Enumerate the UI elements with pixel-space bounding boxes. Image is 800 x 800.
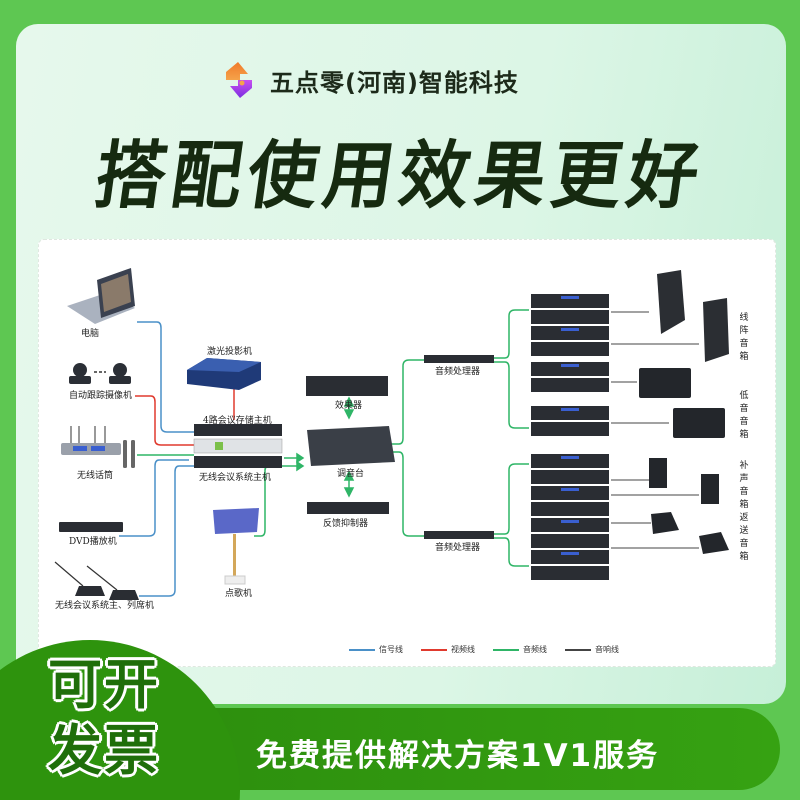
processor-top — [424, 355, 494, 363]
wireless-mic-receiver-icon — [61, 426, 135, 468]
invoice-line2: 发票 — [48, 719, 160, 782]
label-storage-host: 4路会议存储主机 — [203, 416, 272, 426]
diagram-legend: 信号线 视频线 音频线 音响线 — [349, 644, 619, 655]
invoice-badge: 可开 发票 — [48, 652, 160, 784]
label-processor-bottom: 音频处理器 — [435, 543, 481, 553]
legend-speaker: 音响线 — [565, 644, 619, 655]
invoice-line1: 可开 — [48, 653, 160, 716]
label-projector: 激光投影机 — [207, 347, 253, 357]
legend-video: 视频线 — [421, 644, 475, 655]
diagram-connections — [54, 268, 729, 600]
label-processor-top: 音频处理器 — [435, 367, 481, 377]
camera-icon — [69, 363, 131, 384]
mixer-icon — [307, 426, 395, 466]
label-karaoke: 点歌机 — [225, 589, 253, 599]
projector-icon — [187, 358, 261, 390]
karaoke-icon — [213, 508, 259, 585]
label-conference-units: 无线会议系统主、列席机 — [55, 601, 155, 611]
processor-bottom — [424, 531, 494, 539]
label-effects: 效果器 — [335, 401, 363, 411]
label-mixer: 调音台 — [337, 469, 365, 479]
label-wireless-mic: 无线话筒 — [77, 471, 114, 481]
amplifier-stack — [531, 294, 609, 580]
subwoofer-speakers — [639, 368, 725, 438]
label-monitor: 返送音箱 — [739, 513, 749, 562]
headline: 搭配使用效果更好 — [89, 132, 711, 220]
fill-speakers — [649, 458, 719, 504]
label-tracking-camera: 自动跟踪摄像机 — [69, 391, 133, 401]
brand-header: 五点零(河南)智能科技 — [222, 60, 519, 100]
dvd-player-icon — [59, 522, 123, 532]
line-array-speakers — [657, 270, 729, 362]
label-line-array: 线阵音箱 — [739, 313, 749, 362]
label-dvd: DVD播放机 — [69, 537, 117, 547]
label-subwoofer: 低音音箱 — [739, 391, 749, 440]
label-computer: 电脑 — [81, 329, 100, 339]
service-banner — [180, 708, 780, 790]
service-banner-text: 免费提供解决方案1V1服务 — [256, 738, 660, 774]
s-logo-icon — [226, 62, 252, 98]
brand-name: 五点零(河南)智能科技 — [270, 68, 519, 97]
legend-signal: 信号线 — [349, 644, 403, 655]
laptop-icon — [67, 268, 135, 324]
effects-unit — [306, 376, 388, 396]
label-fill: 补声音箱 — [739, 461, 749, 510]
rack-devices — [193, 424, 283, 468]
system-diagram: 电脑 自动跟踪摄像机 无线话筒 DVD播放机 无线会议系统主、列席机 激光投影机… — [38, 239, 776, 667]
conference-mic-icon — [54, 561, 139, 600]
feedback-unit — [307, 502, 389, 514]
label-wireless-host: 无线会议系统主机 — [199, 473, 272, 483]
label-feedback: 反馈抑制器 — [323, 519, 369, 529]
legend-audio: 音频线 — [493, 644, 547, 655]
monitor-speakers — [651, 512, 729, 554]
